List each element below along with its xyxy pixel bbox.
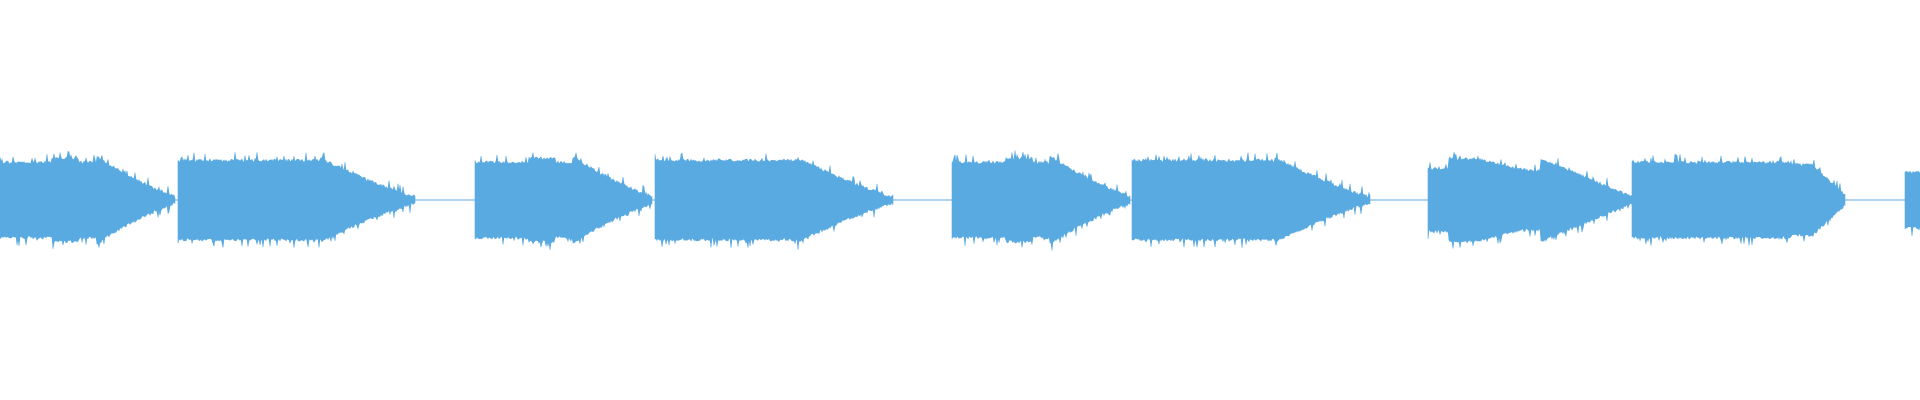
waveform-segment	[1427, 151, 1633, 249]
waveform-envelope	[951, 150, 1131, 251]
waveform-envelope	[474, 152, 653, 250]
waveform-segment	[177, 152, 416, 248]
waveform-segment	[474, 152, 653, 250]
waveform-envelope	[0, 151, 176, 249]
waveform-segment	[1904, 170, 1920, 237]
waveform-envelope	[1631, 153, 1846, 246]
waveform-envelope	[654, 152, 894, 250]
waveform-envelope	[1904, 170, 1920, 237]
waveform-segment	[1131, 152, 1371, 248]
waveform-segments	[0, 150, 1920, 251]
waveform-envelope	[177, 152, 416, 248]
waveform-envelope	[1427, 151, 1633, 249]
waveform-segment	[1631, 153, 1846, 246]
waveform-segment	[0, 151, 176, 249]
waveform-segment	[654, 152, 894, 250]
waveform-envelope	[1131, 152, 1371, 248]
waveform-segment	[951, 150, 1131, 251]
